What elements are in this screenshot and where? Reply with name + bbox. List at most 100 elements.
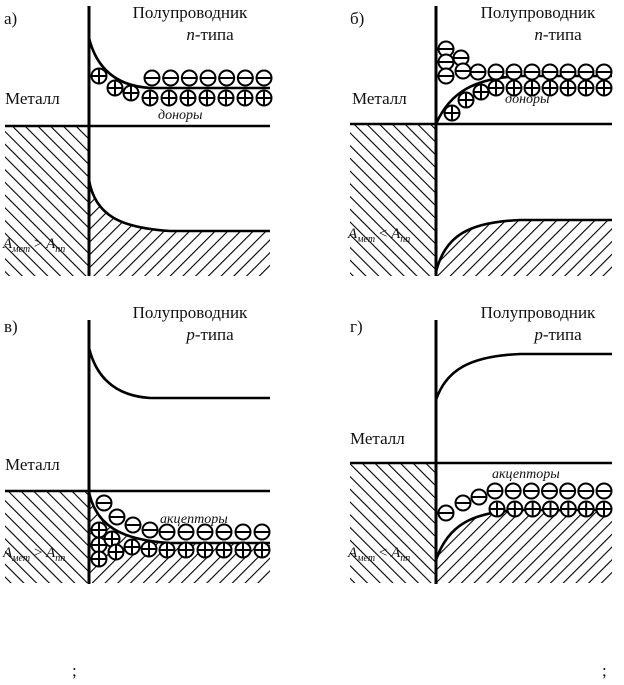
positive-charge-icon [160,89,178,107]
positive-charge-icon [234,541,252,559]
negative-charge-icon [196,523,214,541]
conduction-band-edge [87,347,270,400]
positive-charge-icon [443,104,461,122]
impurity-label: акцепторы [160,512,228,527]
charges [90,494,271,568]
metal-filled-states [5,126,89,276]
negative-charge-icon [158,523,176,541]
positive-charge-icon [107,543,125,561]
positive-charge-icon [90,67,108,85]
negative-charge-icon [199,69,217,87]
negative-charge-icon [523,63,541,81]
semiconductor-type: p-типа [533,325,582,344]
positive-charge-icon [177,541,195,559]
positive-charge-icon [472,83,490,101]
semiconductor-title: Полупроводник [133,303,248,322]
negative-charge-icon [595,482,613,500]
positive-charge-icon [488,500,506,518]
positive-charge-icon [217,89,235,107]
negative-charge-icon [124,516,142,534]
positive-charge-icon [595,79,613,97]
positive-charge-icon [106,79,124,97]
positive-charge-icon [140,540,158,558]
semiconductor-title: Полупроводник [481,3,596,22]
panel-b: б) Полупроводник n-типа Металл доноры Aм… [347,3,613,276]
panel-a: а) Полупроводник n-типа Металл доноры Aм… [2,3,273,276]
positive-charge-icon [253,541,271,559]
positive-charge-icon [541,79,559,97]
positive-charge-icon [123,538,141,556]
positive-charge-icon [215,541,233,559]
negative-charge-icon [437,67,455,85]
negative-charge-icon [253,523,271,541]
charges [437,40,613,122]
positive-charge-icon [141,89,159,107]
positive-charge-icon [559,79,577,97]
negative-charge-icon [234,523,252,541]
negative-charge-icon [486,482,504,500]
negative-charge-icon [141,521,159,539]
negative-charge-icon [454,62,472,80]
conduction-band-edge [434,352,612,401]
positive-charge-icon [179,89,197,107]
separator: ; [72,661,77,680]
panel-letter: г) [350,317,363,336]
negative-charge-icon [177,523,195,541]
negative-charge-icon [454,494,472,512]
charges [90,67,273,107]
semiconductor-type: n-типа [186,25,234,44]
negative-charge-icon [505,63,523,81]
positive-charge-icon [196,541,214,559]
negative-charge-icon [541,63,559,81]
conduction-band-edge [87,37,270,90]
panel-letter: в) [4,317,18,336]
valence-band-edge [434,218,612,273]
negative-charge-icon [218,69,236,87]
negative-charge-icon [577,482,595,500]
impurity-label: акцепторы [492,467,560,482]
negative-charge-icon [437,504,455,522]
negative-charge-icon [215,523,233,541]
positive-charge-icon [255,89,273,107]
positive-charge-icon [198,89,216,107]
negative-charge-icon [469,63,487,81]
negative-charge-icon [236,69,254,87]
negative-charge-icon [522,482,540,500]
metal-label: Металл [352,89,407,108]
positive-charge-icon [90,550,108,568]
charges [437,482,613,522]
negative-charge-icon [143,69,161,87]
positive-charge-icon [457,91,475,109]
work-function-relation: Aмет < Aпп [347,545,410,564]
negative-charge-icon [559,482,577,500]
impurity-label: доноры [158,108,203,123]
metal-label: Металл [5,89,60,108]
positive-charge-icon [523,79,541,97]
positive-charge-icon [487,79,505,97]
semiconductor-title: Полупроводник [481,303,596,322]
negative-charge-icon [180,69,198,87]
positive-charge-icon [90,521,108,539]
valence-band-fill [89,180,270,276]
positive-charge-icon [577,500,595,518]
positive-charge-icon [506,500,524,518]
separator: ; [602,661,607,680]
metal-filled-states [350,463,436,583]
negative-charge-icon [504,482,522,500]
positive-charge-icon [505,79,523,97]
metal-label: Металл [350,429,405,448]
work-function-relation: Aмет > Aпп [2,236,65,255]
positive-charge-icon [236,89,254,107]
negative-charge-icon [95,494,113,512]
negative-charge-icon [595,63,613,81]
metal-label: Металл [5,455,60,474]
metal-filled-states [350,124,436,276]
positive-charge-icon [559,500,577,518]
metal-filled-states [5,491,89,583]
panel-letter: а) [4,9,17,28]
panel-g: г) Полупроводник p-типа Металл акцепторы… [347,303,613,584]
negative-charge-icon [162,69,180,87]
negative-charge-icon [577,63,595,81]
panel-letter: б) [350,9,364,28]
